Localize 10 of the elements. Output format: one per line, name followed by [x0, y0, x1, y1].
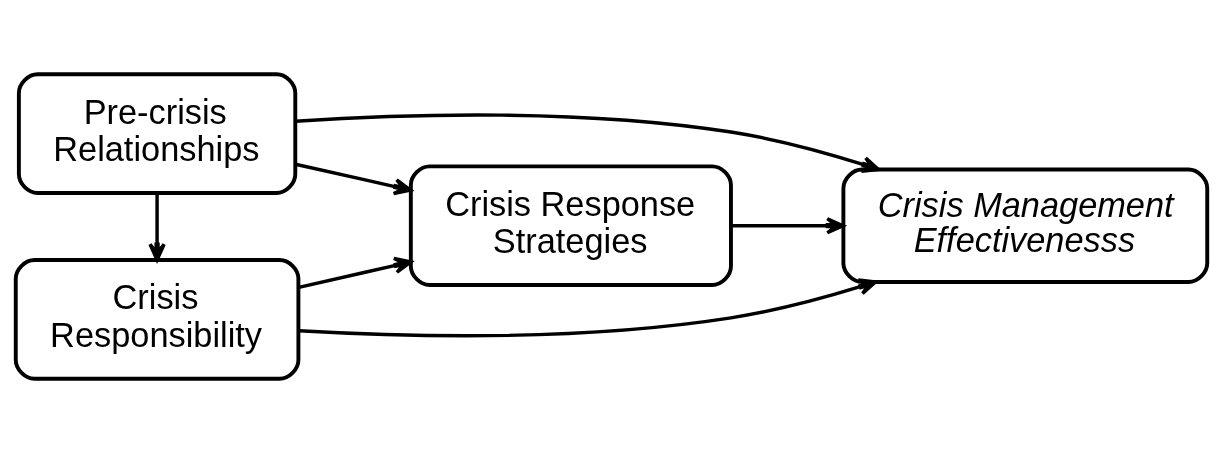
node-box: Pre-crisis Relationships	[16, 72, 298, 195]
arrow	[295, 162, 413, 196]
arrow	[298, 256, 413, 290]
node-box: Crisis Response Strategies	[408, 164, 733, 287]
arrow	[148, 193, 166, 262]
arrow	[731, 216, 845, 235]
arrow	[295, 113, 881, 174]
node-box: Crisis Management Effectivenesss	[841, 167, 1210, 284]
arrow	[298, 278, 878, 338]
node-box: Crisis Responsibility	[13, 258, 301, 381]
